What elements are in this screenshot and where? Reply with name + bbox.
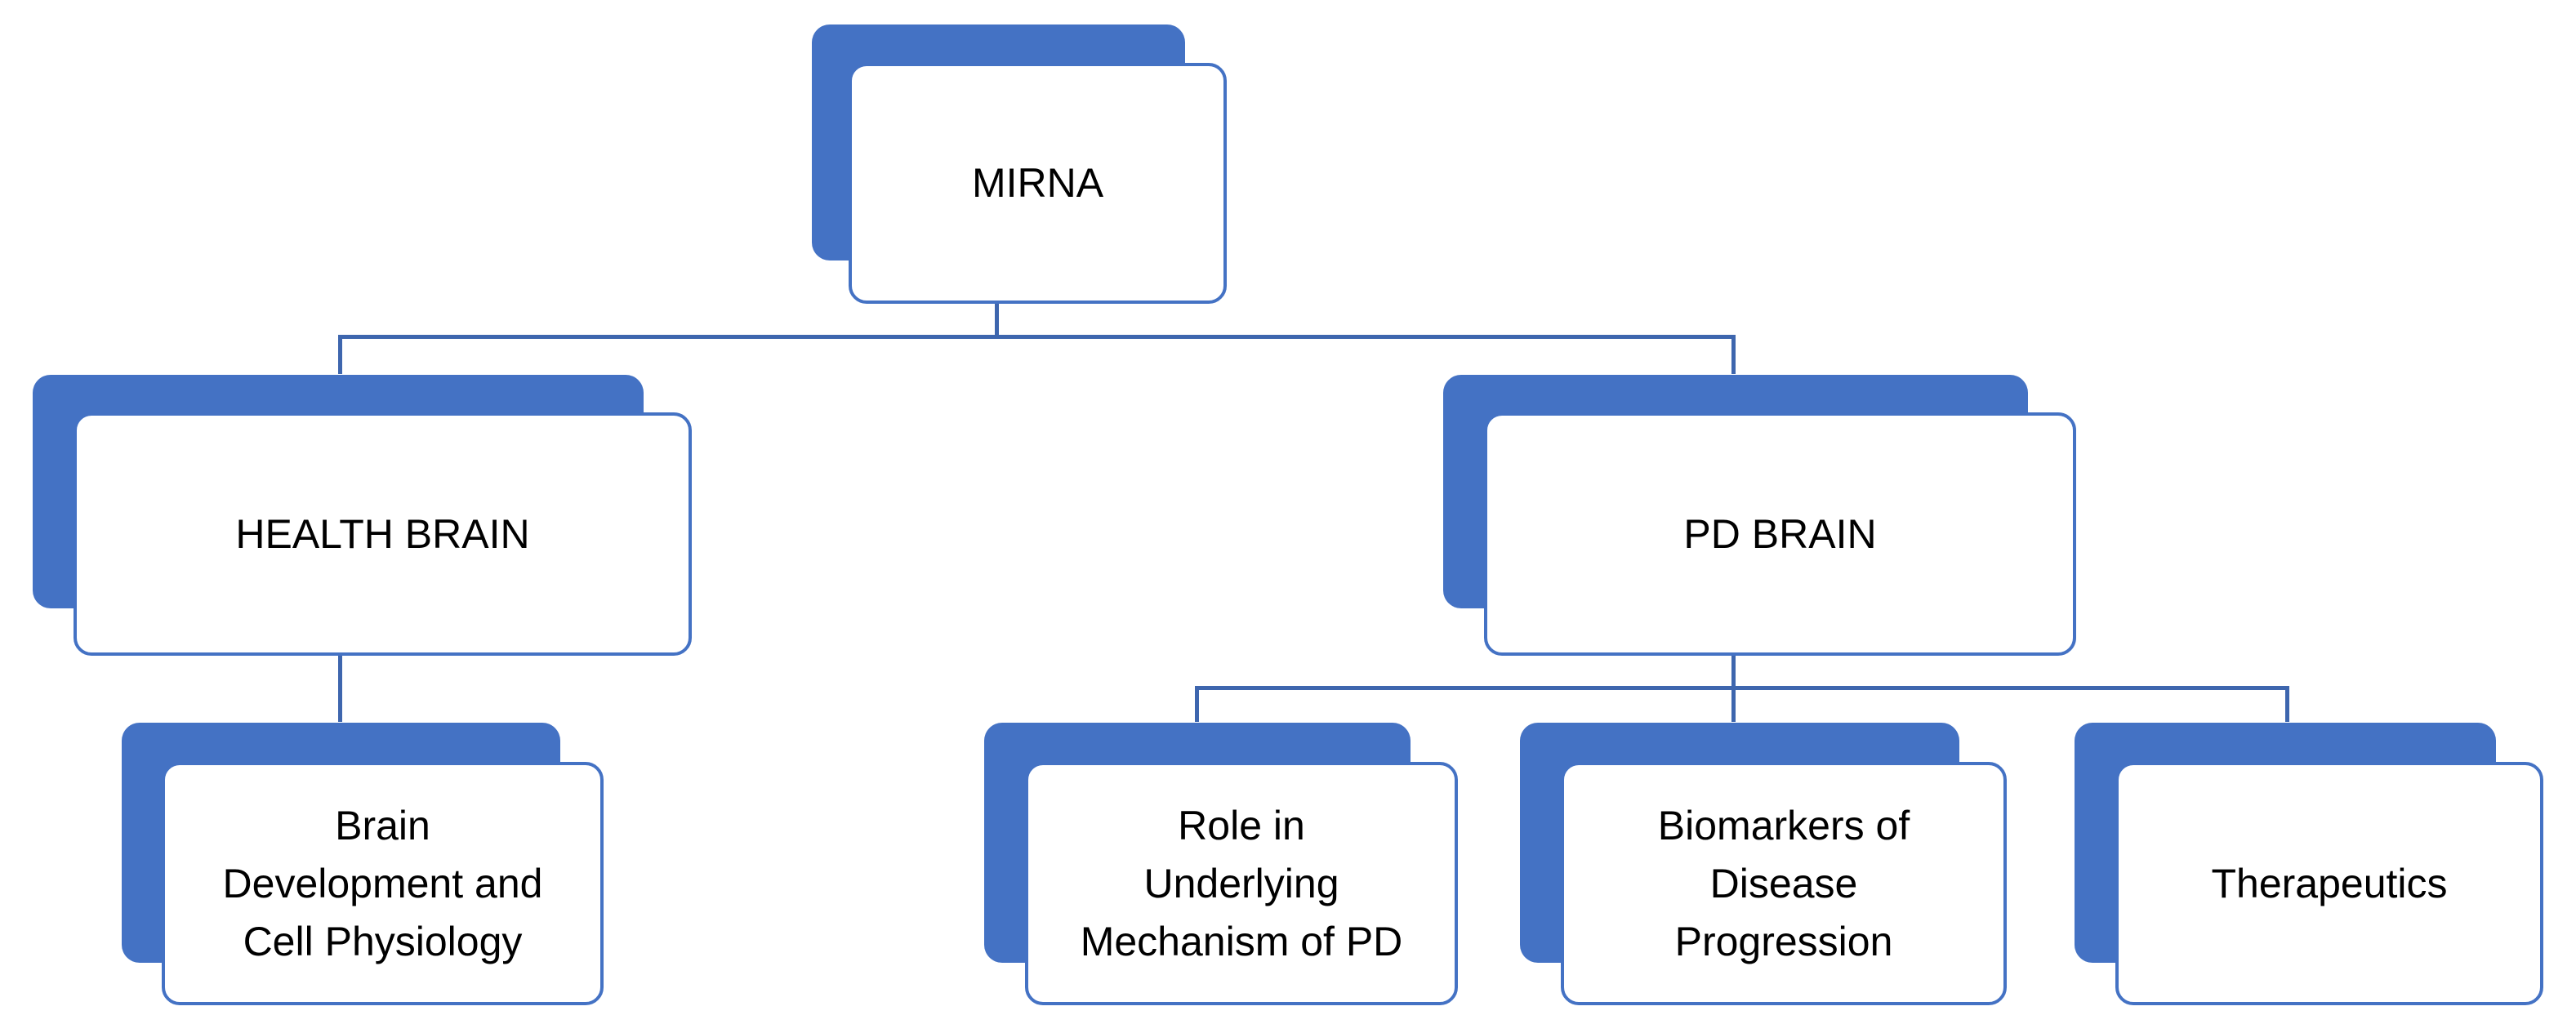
node-biomarkers: Biomarkers of Disease Progression — [1520, 723, 2007, 1005]
node-health-brain-label: HEALTH BRAIN — [235, 510, 530, 557]
connector-root-stem — [995, 301, 999, 339]
node-root-label: MIRNA — [971, 160, 1104, 206]
node-health-brain: HEALTH BRAIN — [33, 375, 692, 656]
node-role-mechanism: Role in Underlying Mechanism of PD — [984, 723, 1458, 1005]
node-biomarkers-box: Biomarkers of Disease Progression — [1561, 762, 2007, 1005]
connector-level2-bar — [1195, 686, 2289, 690]
node-brain-development-box: Brain Development and Cell Physiology — [162, 762, 604, 1005]
connector-pd-drop — [1731, 335, 1736, 374]
connector-therapeutics-drop — [2285, 686, 2289, 722]
node-brain-development-label: Brain Development and Cell Physiology — [222, 802, 543, 964]
connector-level1-bar — [338, 335, 1736, 339]
node-pd-brain-box: PD BRAIN — [1484, 412, 2076, 656]
connector-health-child — [338, 653, 342, 722]
connector-role-drop — [1195, 686, 1199, 722]
node-brain-development: Brain Development and Cell Physiology — [122, 723, 604, 1005]
connector-health-drop — [338, 335, 342, 374]
node-biomarkers-label: Biomarkers of Disease Progression — [1657, 802, 1910, 964]
node-role-mechanism-box: Role in Underlying Mechanism of PD — [1025, 762, 1458, 1005]
node-therapeutics-box: Therapeutics — [2115, 762, 2543, 1005]
node-role-mechanism-label: Role in Underlying Mechanism of PD — [1080, 802, 1403, 964]
node-therapeutics: Therapeutics — [2075, 723, 2543, 1005]
node-root: MIRNA — [812, 24, 1227, 304]
node-pd-brain: PD BRAIN — [1443, 375, 2076, 656]
node-pd-brain-label: PD BRAIN — [1683, 510, 1877, 557]
node-health-brain-box: HEALTH BRAIN — [74, 412, 692, 656]
node-therapeutics-label: Therapeutics — [2211, 860, 2448, 906]
node-root-box: MIRNA — [849, 63, 1227, 304]
